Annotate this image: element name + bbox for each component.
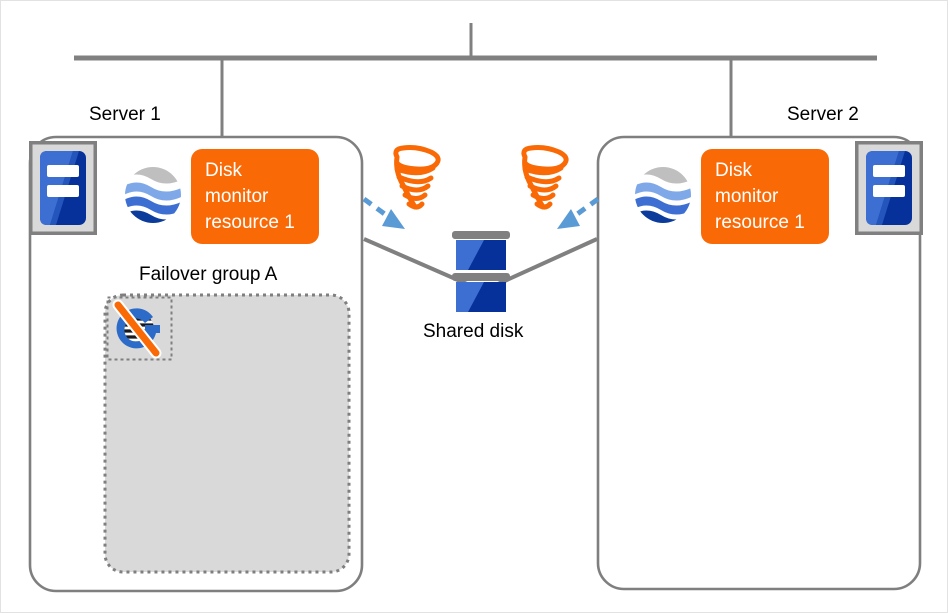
server-icon [27, 139, 99, 237]
tornado-icon [383, 143, 449, 219]
resource-line: resource 1 [205, 212, 295, 233]
disk-monitor-resource-box[interactable]: Disk monitor resource 1 [191, 149, 319, 244]
group-disabled-icon [109, 299, 169, 359]
server-1-label: Server 1 [89, 104, 161, 125]
failover-group-label: Failover group A [139, 264, 278, 285]
disk-connector-lines [363, 237, 598, 286]
monitor-globe-icon [123, 165, 183, 225]
tornado-icon [511, 143, 577, 219]
disk-monitor-resource-box[interactable]: Disk monitor resource 1 [701, 149, 829, 244]
monitor-globe-icon [633, 165, 693, 225]
resource-line: Disk [715, 160, 752, 181]
resource-line: monitor [715, 186, 779, 207]
server-icon [853, 139, 925, 237]
resource-line: resource 1 [715, 212, 805, 233]
server-2-label: Server 2 [787, 104, 859, 125]
failover-group-a-box [103, 293, 351, 574]
failure-arrow-left [362, 196, 405, 229]
resource-line: Disk [205, 160, 242, 181]
server-2-container [596, 135, 922, 591]
shared-disk-label: Shared disk [423, 321, 524, 342]
disk-stack-icon [448, 231, 514, 315]
resource-line: monitor [205, 186, 269, 207]
network-bus [74, 23, 877, 137]
failure-arrow-right [557, 196, 600, 229]
